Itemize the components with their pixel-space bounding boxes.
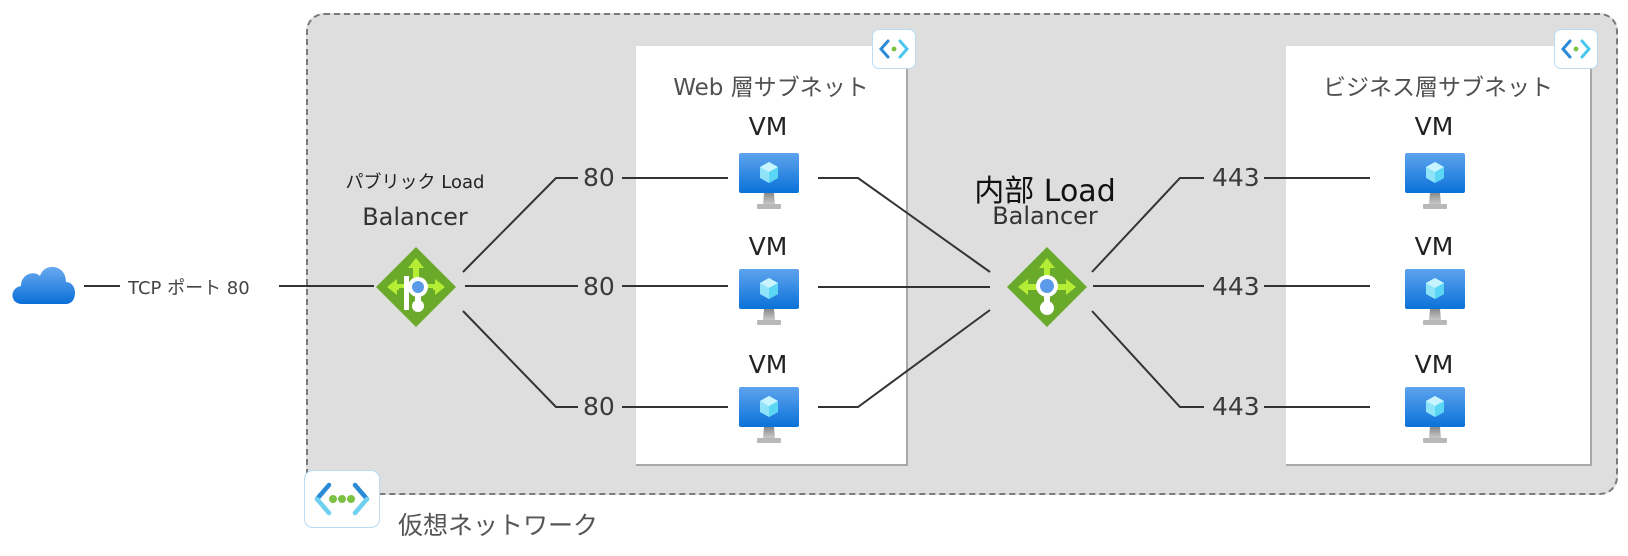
web-ilb-line-1	[818, 177, 991, 273]
web-vm-label: VM	[748, 232, 788, 261]
plb-line-3	[462, 310, 578, 408]
web-vm-label: VM	[748, 112, 788, 141]
business-port-label: 443	[1212, 163, 1260, 192]
web-ilb-line-3	[818, 309, 991, 408]
web-vm-2-icon[interactable]	[738, 268, 800, 332]
web-vm-1-icon[interactable]	[738, 152, 800, 216]
business-vm-label: VM	[1414, 232, 1454, 261]
ilb-line-1	[1091, 177, 1204, 273]
business-vm-label: VM	[1414, 112, 1454, 141]
web-vm-label: VM	[748, 350, 788, 379]
business-vm-2-icon[interactable]	[1404, 268, 1466, 332]
web-subnet-title: Web 層サブネット	[673, 75, 869, 101]
internet-cloud-icon	[8, 258, 78, 308]
business-subnet-icon	[1554, 29, 1598, 69]
virtual-network-label: 仮想ネットワーク	[398, 511, 599, 540]
internal-lb-title-line2: Balancer	[992, 202, 1098, 230]
public-lb-title-line1: パブリック Load	[345, 172, 485, 193]
web-vm-3-icon[interactable]	[738, 386, 800, 450]
web-subnet-icon	[872, 29, 916, 69]
business-vm-3-icon[interactable]	[1404, 386, 1466, 450]
virtual-network-icon	[304, 470, 380, 528]
business-port-label: 443	[1212, 392, 1260, 421]
business-vm-1-icon[interactable]	[1404, 152, 1466, 216]
internal-lb-title-line1: 内部 Load	[974, 174, 1116, 209]
web-port-label: 80	[583, 163, 615, 192]
business-subnet-title: ビジネス層サブネット	[1323, 75, 1553, 101]
ilb-line-3	[1091, 310, 1204, 408]
public-lb-title-line2: Balancer	[362, 203, 468, 231]
public-load-balancer-icon[interactable]	[375, 246, 457, 328]
web-port-label: 80	[583, 272, 615, 301]
business-vm-label: VM	[1414, 350, 1454, 379]
plb-line-1	[462, 177, 578, 273]
internal-load-balancer-icon[interactable]	[1006, 246, 1088, 328]
business-port-label: 443	[1212, 272, 1260, 301]
web-port-label: 80	[583, 392, 615, 421]
internet-connection-label: TCP ポート 80	[128, 278, 250, 299]
